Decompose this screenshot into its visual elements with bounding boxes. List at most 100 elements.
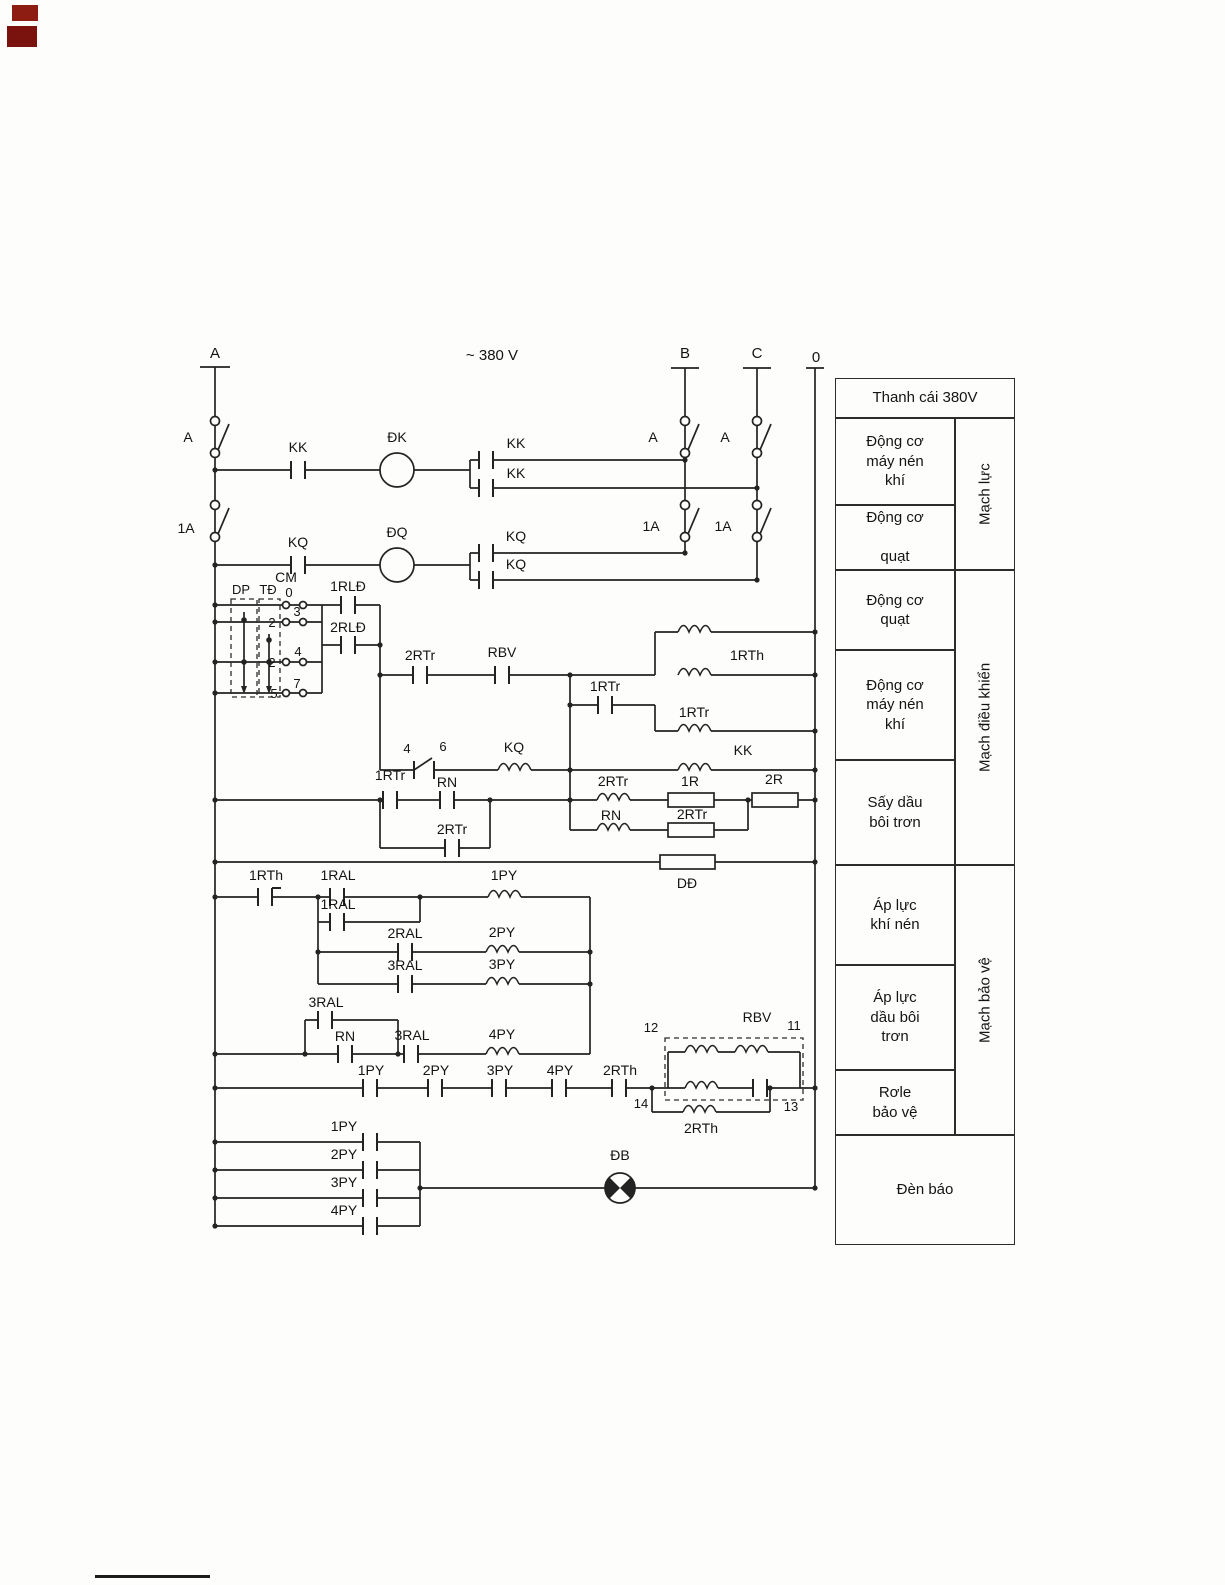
terminal-13-label: 13	[784, 1099, 798, 1114]
protection-relay-box	[664, 1037, 804, 1101]
lamp-py2-label: 2PY	[331, 1146, 358, 1162]
py4-coil-label: 4PY	[489, 1026, 516, 1042]
fan-motor-label: ĐQ	[387, 524, 408, 540]
table-row-indicator-lamp: Đèn báo	[835, 1135, 1015, 1245]
terminal-14-label: 14	[634, 1096, 648, 1111]
scan-artifact	[12, 5, 38, 21]
ral3-no2-label: 3RAL	[394, 1027, 429, 1043]
power-row-wiring	[215, 459, 757, 581]
py3-coil-label: 3PY	[489, 956, 516, 972]
rn-coil-label: RN	[601, 807, 621, 823]
cm-switch-label: CM	[275, 569, 297, 585]
rtr1-no-label: 1RTr	[590, 678, 621, 694]
rtr1-coil-label: 1RTr	[679, 704, 710, 720]
table-header: Thanh cái 380V	[835, 378, 1015, 418]
relay-coils	[485, 624, 769, 1115]
rth1-no-label: 1RTh	[249, 867, 283, 883]
cm-selector-switch	[230, 598, 308, 698]
terminal-11-label: 11	[787, 1018, 801, 1033]
lamp-py3-label: 3PY	[331, 1174, 358, 1190]
py2-coil-label: 2PY	[489, 924, 516, 940]
lamp-py4-label: 4PY	[331, 1202, 358, 1218]
neutral-label: 0	[812, 349, 820, 366]
contact-symbols	[257, 451, 768, 1235]
table-row-oil-pressure: Áp lực dầu bôi trơn	[835, 965, 955, 1070]
rth2-coil-label: 2RTh	[684, 1120, 718, 1136]
fan-motor	[379, 547, 415, 583]
oil-heater-label: DĐ	[677, 875, 697, 891]
kk-contact-c-label: KK	[507, 465, 526, 481]
breaker-1a-c-label: 1A	[714, 518, 732, 534]
py1-coil-label: 1PY	[491, 867, 518, 883]
indicator-lamp	[604, 1172, 636, 1204]
rld1-label: 1RLĐ	[330, 578, 366, 594]
rn-nc-label: RN	[335, 1028, 355, 1044]
breaker-c-label: A	[720, 429, 730, 445]
cm-pos-0: 0	[285, 585, 292, 600]
phase-a-label: A	[210, 345, 220, 362]
scan-artifact	[7, 26, 37, 47]
phase-b-label: B	[680, 345, 690, 362]
cm-pos-2b: 2	[268, 655, 275, 670]
lamp-db-label: ĐB	[610, 1147, 629, 1163]
r1-label: 1R	[681, 773, 699, 789]
cm-pos-4: 4	[294, 644, 301, 659]
resistor-2r	[751, 792, 799, 808]
breaker-switches	[209, 415, 772, 543]
phase-c-label: C	[752, 345, 763, 362]
table-row-fan-motor-control: Động cơ quạt	[835, 570, 955, 650]
table-row-protection-relay: Rơle bảo vệ	[835, 1070, 955, 1135]
td-label: TĐ	[259, 582, 276, 597]
scan-artifact	[95, 1575, 210, 1578]
table-row-air-pressure: Áp lực khí nén	[835, 865, 955, 965]
lamp-wiring	[215, 1141, 815, 1227]
table-group-control-circuit: Mạch điều khiển	[955, 570, 1015, 865]
ral3-no-label: 3RAL	[387, 957, 422, 973]
py1-no-label: 1PY	[358, 1062, 385, 1078]
bus-wiring	[200, 366, 824, 1226]
cm-pos-3: 3	[293, 604, 300, 619]
labels: A ~ 380 V B C 0 A KK ĐK KK KK A A 1A KQ …	[177, 345, 820, 1218]
rn-no-label: RN	[437, 774, 457, 790]
kk-contact-label: KK	[289, 439, 308, 455]
ral3-hold-label: 3RAL	[308, 994, 343, 1010]
ral2-no-label: 2RAL	[387, 925, 422, 941]
breaker-b-label: A	[648, 429, 658, 445]
py3-no-label: 3PY	[487, 1062, 514, 1078]
lamp-py1-label: 1PY	[331, 1118, 358, 1134]
py4-no-label: 4PY	[547, 1062, 574, 1078]
compressor-motor-label: ĐK	[387, 429, 407, 445]
kq-contact-c-label: KQ	[506, 556, 526, 572]
cm-pos-5: 5	[270, 686, 277, 701]
kk-coil-label: KK	[734, 742, 753, 758]
ral1-hold-label: 1RAL	[320, 896, 355, 912]
control-wiring	[215, 604, 815, 863]
junction-dots	[212, 457, 818, 1229]
cm-pos-2a: 2	[268, 615, 275, 630]
kq-contact-label: KQ	[288, 534, 308, 550]
kq-contact-b-label: KQ	[506, 528, 526, 544]
rth2-no-label: 2RTh	[603, 1062, 637, 1078]
terminal-12-label: 12	[644, 1020, 658, 1035]
rld2-label: 2RLĐ	[330, 619, 366, 635]
r2-label: 2R	[765, 771, 783, 787]
resistor-2rtr	[667, 822, 715, 838]
rtr2-res-label: 2RTr	[677, 806, 708, 822]
ral1-no-label: 1RAL	[320, 867, 355, 883]
sw6-label: 6	[439, 739, 446, 754]
protection-wiring	[215, 896, 815, 1113]
rtr2-no2-label: 2RTr	[437, 821, 468, 837]
breaker-1a-label: 1A	[177, 520, 195, 536]
breaker-1a-b-label: 1A	[642, 518, 660, 534]
table-row-oil-heating: Sấy dầu bôi trơn	[835, 760, 955, 865]
table-group-power-circuit: Mạch lực	[955, 418, 1015, 570]
resistor-1r	[667, 792, 715, 808]
sw4-label: 4	[403, 741, 410, 756]
table-row-compressor-motor: Động cơ máy nén khí	[835, 418, 955, 505]
py2-no-label: 2PY	[423, 1062, 450, 1078]
compressor-motor	[379, 452, 415, 488]
breaker-a-label: A	[183, 429, 193, 445]
cm-pos-7: 7	[293, 676, 300, 691]
